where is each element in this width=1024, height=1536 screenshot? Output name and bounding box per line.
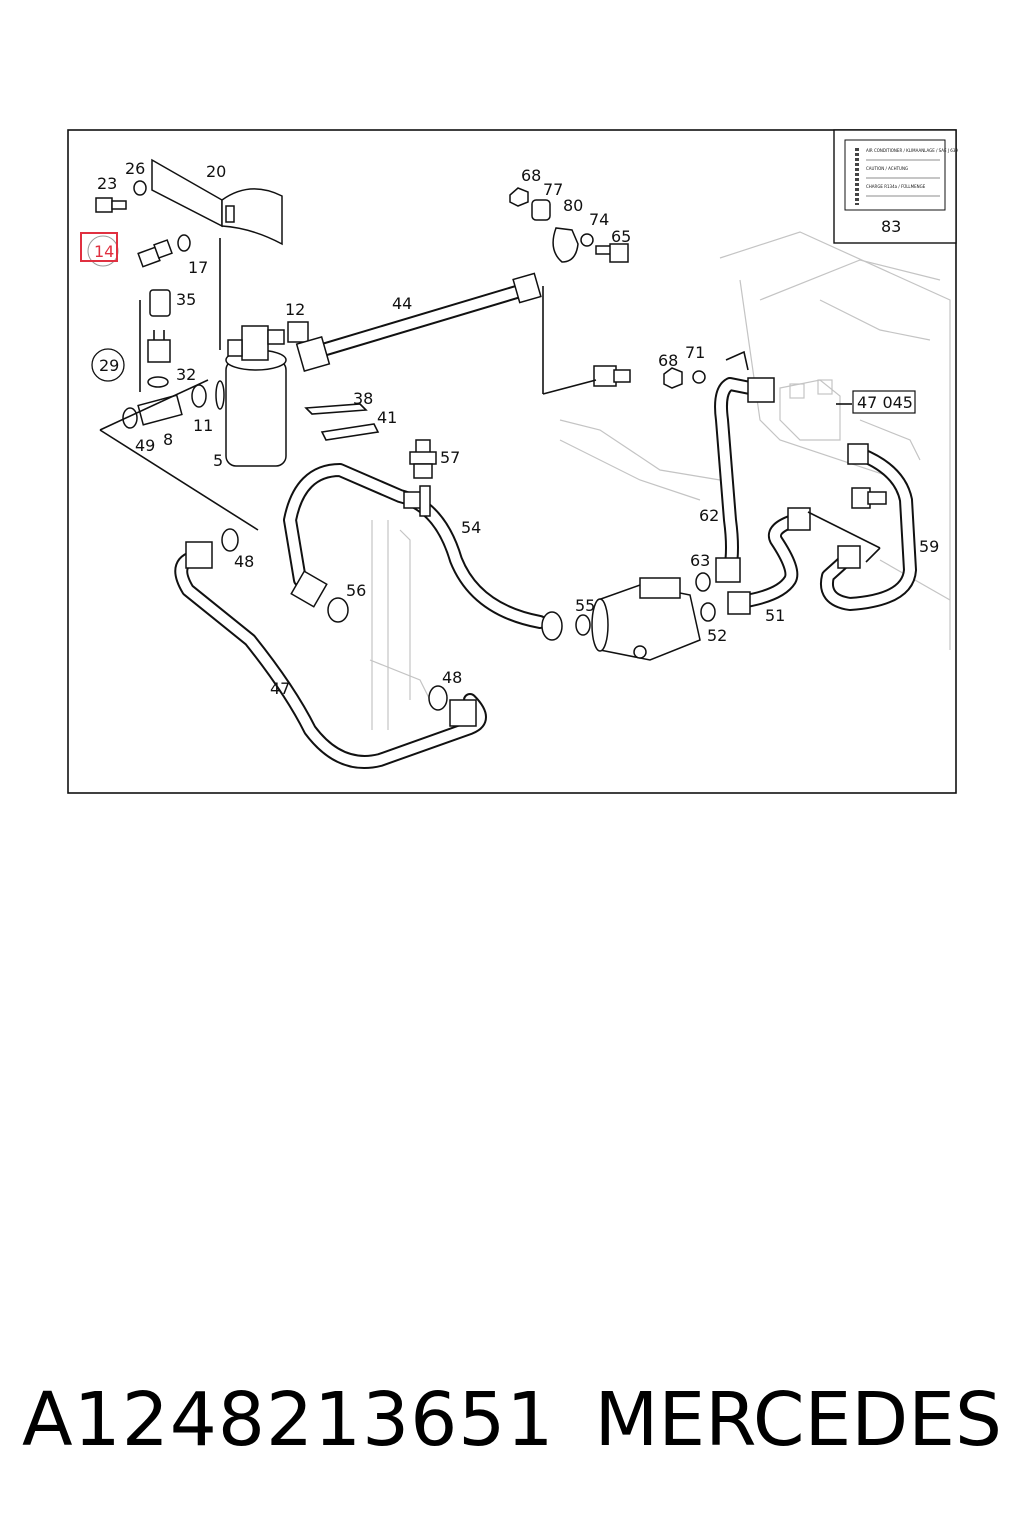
bolt-23: [95, 197, 127, 213]
seal-52: [700, 602, 716, 622]
switch-29: [147, 330, 171, 363]
label-plate-line-2: CAUTION / ACHTUNG: [866, 166, 908, 171]
callout-48-lower[interactable]: 48: [442, 668, 462, 687]
bolt-65: [595, 243, 629, 263]
callout-71[interactable]: 71: [685, 343, 705, 362]
parts-diagram: AIR CONDITIONER / KLIMAANLAGE / SAE J 63…: [67, 129, 958, 794]
callout-labels: 20 26 23 14 17 35 29 32 11 49 8 5 12 44 …: [80, 159, 939, 698]
seal-32: [147, 376, 169, 388]
callout-32[interactable]: 32: [176, 365, 196, 384]
seal-49: [122, 407, 138, 429]
diagram-frame: [67, 129, 957, 794]
nut-68-mid: [663, 367, 683, 389]
callout-14[interactable]: 14: [94, 242, 114, 261]
callout-55[interactable]: 55: [575, 596, 595, 615]
service-valve-57: [409, 439, 437, 479]
callout-83[interactable]: 83: [881, 217, 901, 236]
pipe-section-38-41: [304, 403, 380, 441]
nut-68-top: [509, 187, 529, 207]
seal-56: [327, 597, 349, 623]
label-plate-line-3: CHARGE R134a / FÜLLMENGE: [866, 184, 926, 189]
callout-44[interactable]: 44: [392, 294, 412, 313]
callout-56[interactable]: 56: [346, 581, 366, 600]
seal-48-upper: [221, 528, 239, 552]
callout-51[interactable]: 51: [765, 606, 785, 625]
callout-65[interactable]: 65: [611, 227, 631, 246]
adapter-8: [137, 394, 183, 426]
callout-5[interactable]: 5: [213, 451, 223, 470]
brand-name: MERCEDES: [594, 1377, 1002, 1463]
callout-47045[interactable]: 47 045: [857, 393, 913, 412]
seal-63: [695, 572, 711, 592]
cap-35: [149, 289, 171, 317]
mounting-bracket: [151, 158, 283, 246]
callout-63[interactable]: 63: [690, 551, 710, 570]
callout-57[interactable]: 57: [440, 448, 460, 467]
callout-47[interactable]: 47: [270, 679, 290, 698]
callout-14-highlight: [80, 232, 118, 262]
hose-54: [283, 463, 563, 641]
callout-68-top[interactable]: 68: [521, 166, 541, 185]
fitting-right: [851, 487, 887, 509]
part-number: A1248213651: [22, 1377, 555, 1463]
fitting-44-end: [593, 365, 631, 387]
callout-62[interactable]: 62: [699, 506, 719, 525]
seal-17: [177, 234, 191, 252]
callout-23[interactable]: 23: [97, 174, 117, 193]
label-plate-line-1: AIR CONDITIONER / KLIMAANLAGE / SAE J 63…: [866, 148, 958, 153]
sleeve-77: [531, 199, 551, 221]
callout-59[interactable]: 59: [919, 537, 939, 556]
callout-47045-box: [852, 390, 916, 414]
pipe-51: [727, 507, 811, 615]
fitting-12: [287, 321, 309, 343]
callout-8[interactable]: 8: [163, 430, 173, 449]
washer-26: [133, 180, 147, 196]
callout-77[interactable]: 77: [543, 180, 563, 199]
washer-71: [692, 370, 706, 384]
callout-48-upper[interactable]: 48: [234, 552, 254, 571]
callout-17[interactable]: 17: [188, 258, 208, 277]
callout-54[interactable]: 54: [461, 518, 481, 537]
callout-80[interactable]: 80: [563, 196, 583, 215]
callout-29[interactable]: 29: [99, 356, 119, 375]
callout-26[interactable]: 26: [125, 159, 145, 178]
footer-caption: A1248213651 MERCEDES: [0, 1365, 1024, 1475]
callout-20[interactable]: 20: [206, 162, 226, 181]
seal-48-lower: [428, 685, 448, 711]
compressor: [591, 577, 701, 661]
vehicle-structure-outline: [369, 231, 951, 730]
pressure-switch-14: [137, 239, 173, 268]
callout-38[interactable]: 38: [353, 389, 373, 408]
callout-35[interactable]: 35: [176, 290, 196, 309]
pipe-59: [820, 443, 917, 611]
pipe-44: [295, 272, 542, 372]
callout-68-mid[interactable]: 68: [658, 351, 678, 370]
callout-41[interactable]: 41: [377, 408, 397, 427]
leader-lines: [99, 238, 881, 563]
callout-12[interactable]: 12: [285, 300, 305, 319]
receiver-drier: [215, 325, 287, 467]
pipe-62: [714, 350, 775, 583]
callout-52[interactable]: 52: [707, 626, 727, 645]
washer-74: [580, 233, 594, 247]
callout-49[interactable]: 49: [135, 436, 155, 455]
label-plate: AIR CONDITIONER / KLIMAANLAGE / SAE J 63…: [833, 129, 958, 244]
callout-11[interactable]: 11: [193, 416, 213, 435]
hose-47: [174, 541, 487, 769]
seal-55: [575, 614, 591, 636]
clamp-80: [552, 227, 579, 263]
seal-11: [191, 384, 207, 408]
callout-29-circle: [91, 348, 125, 382]
expansion-valve: [779, 379, 841, 441]
callout-74[interactable]: 74: [589, 210, 609, 229]
